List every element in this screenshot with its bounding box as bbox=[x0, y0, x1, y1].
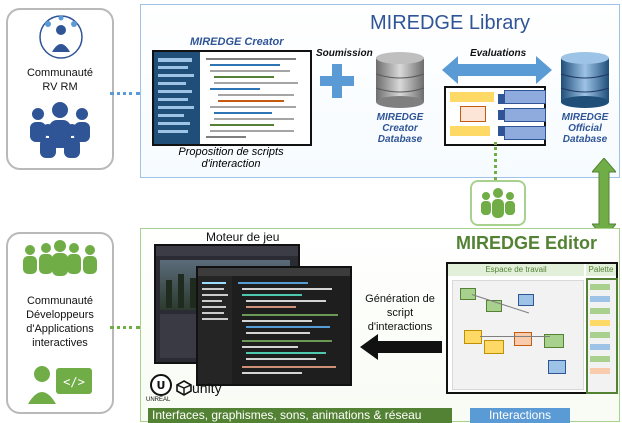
svg-text:</>: </> bbox=[63, 375, 85, 389]
community-bottom-line2: Développeurs bbox=[26, 309, 94, 321]
connector-bottom bbox=[110, 326, 140, 329]
unreal-label: UNREAL bbox=[146, 397, 171, 403]
generation-line1: Génération de bbox=[365, 293, 435, 305]
editor-title: MIREDGE Editor bbox=[456, 233, 598, 253]
svg-text:U: U bbox=[157, 379, 166, 392]
official-db-line1: MIREDGE bbox=[561, 112, 609, 123]
community-bottom-box: Communauté Développeurs d'Applications i… bbox=[6, 232, 114, 414]
group-people-icon bbox=[30, 102, 90, 158]
evaluator-connector bbox=[494, 142, 497, 180]
official-db-label: MIREDGE Official Database bbox=[546, 112, 622, 145]
engine-label: Moteur de jeu bbox=[206, 230, 280, 244]
evaluation-card-stack bbox=[500, 86, 548, 142]
workspace-label: Espace de travail bbox=[485, 265, 547, 274]
juggler-icon bbox=[39, 15, 83, 59]
submission-label: Soumission bbox=[316, 48, 373, 59]
community-bottom-line4: interactives bbox=[32, 337, 88, 349]
plus-icon bbox=[320, 64, 354, 98]
vertical-double-arrow-icon bbox=[592, 158, 616, 238]
creator-db-label: MIREDGE Creator Database bbox=[356, 112, 444, 145]
community-top-line1: Communauté bbox=[26, 67, 94, 79]
community-top-line2: RV RM bbox=[42, 81, 78, 93]
library-title: MIREDGE Library bbox=[369, 12, 531, 34]
creator-db-line2: Creator bbox=[382, 123, 418, 134]
connector-top bbox=[110, 92, 140, 95]
unreal-logo-icon: U bbox=[150, 374, 172, 396]
community-bottom-line1: Communauté bbox=[26, 295, 94, 307]
palette-label: Palette bbox=[588, 265, 614, 274]
creator-database-icon bbox=[375, 52, 425, 108]
editor-screenshot: Espace de travail Palette bbox=[446, 262, 618, 394]
creator-title: MIREDGE Creator bbox=[190, 36, 284, 48]
engine-screenshot-front bbox=[196, 266, 352, 386]
official-db-line3: Database bbox=[562, 134, 608, 145]
generation-line3: d'interactions bbox=[367, 321, 433, 333]
creator-db-line3: Database bbox=[377, 134, 423, 145]
proposal-line2: d'interaction bbox=[201, 158, 261, 170]
evaluator-group-icon bbox=[481, 188, 515, 218]
developer-icon: </> bbox=[28, 366, 92, 404]
double-arrow-icon bbox=[442, 56, 552, 84]
community-top-box: Communauté RV RM bbox=[6, 8, 114, 170]
official-database-icon bbox=[560, 52, 610, 108]
green-group-icon bbox=[23, 240, 97, 276]
generation-line2: script bbox=[386, 307, 414, 319]
unity-logo-icon bbox=[176, 380, 192, 396]
left-arrow-icon bbox=[360, 334, 442, 360]
bottom-bar-right: Interactions bbox=[470, 408, 570, 423]
unity-label: unity bbox=[192, 380, 222, 396]
proposal-line1: Proposition de scripts bbox=[178, 146, 284, 158]
evaluator-box bbox=[470, 180, 526, 226]
creator-screenshot bbox=[152, 50, 312, 146]
bottom-bar-left: Interfaces, graphismes, sons, animations… bbox=[148, 408, 452, 423]
official-db-line2: Official bbox=[568, 123, 602, 134]
proposal-label: Proposition de scripts d'interaction bbox=[166, 146, 296, 170]
community-bottom-line3: d'Applications bbox=[26, 323, 94, 335]
evaluations-label: Evaluations bbox=[470, 48, 527, 59]
generation-label: Génération de script d'interactions bbox=[358, 292, 442, 334]
creator-db-line1: MIREDGE bbox=[376, 112, 424, 123]
